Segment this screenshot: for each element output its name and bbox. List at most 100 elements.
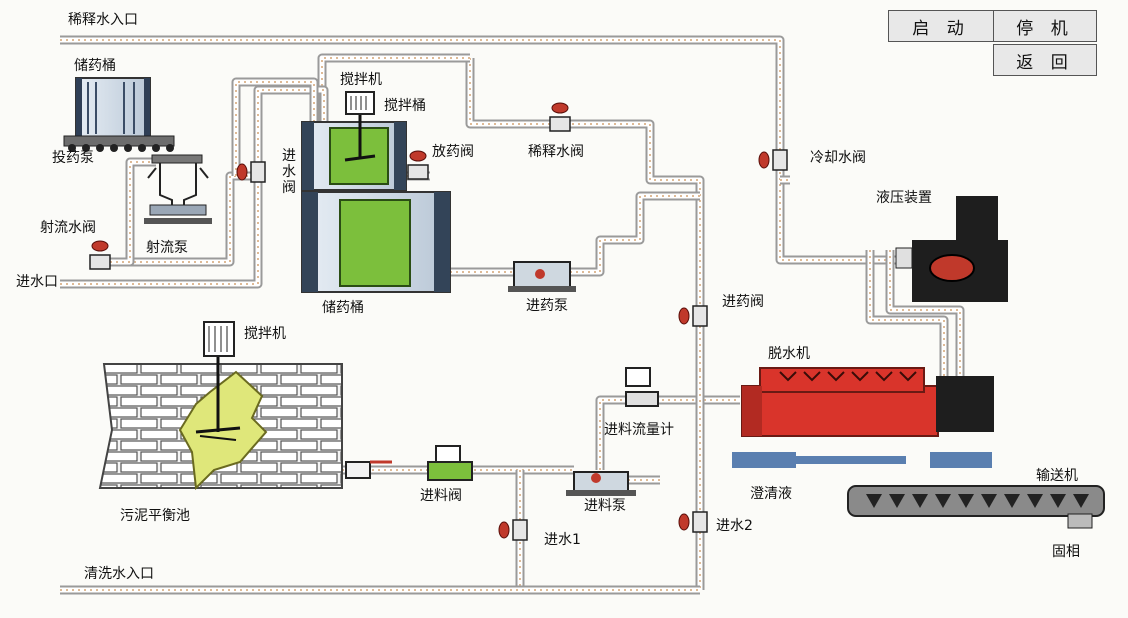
label-feed-pump: 进料泵 — [584, 498, 626, 514]
label-conveyor: 输送机 — [1036, 468, 1078, 484]
label-dosing-inlet-valve: 进药阀 — [722, 294, 764, 310]
dewatering-machine — [741, 367, 994, 437]
valve-handwheel — [758, 151, 770, 169]
machine-base — [732, 452, 992, 468]
mixer-motor-sludge — [203, 321, 235, 357]
label-dilution-valve: 稀释水阀 — [528, 144, 584, 160]
label-jet-pump: 射流泵 — [146, 240, 188, 256]
valve-handwheel — [678, 513, 690, 531]
water-inlet-valve[interactable] — [236, 161, 266, 183]
label-dewatering-machine: 脱水机 — [768, 346, 810, 362]
label-dosing-tank-top: 储药桶 — [74, 58, 116, 74]
dosing-inlet-pump — [508, 261, 576, 292]
pipe-flow-dash — [235, 81, 315, 176]
conveyor-flight — [981, 494, 997, 508]
flowmeter-body — [625, 367, 659, 407]
label-sludge-tank: 污泥平衡池 — [120, 508, 190, 524]
valve-handwheel — [236, 163, 248, 181]
label-solid-phase: 固相 — [1052, 544, 1080, 560]
start-button[interactable]: 启 动 — [888, 10, 994, 42]
label-cooling-valve: 冷却水阀 — [810, 150, 866, 166]
jet-pump — [144, 154, 212, 224]
conveyor-flights — [866, 494, 1089, 508]
dosing-pump-rollers — [63, 135, 175, 152]
valve-handwheel — [551, 102, 569, 114]
valve-handwheel — [498, 521, 510, 539]
water-in-2-valve[interactable] — [678, 511, 708, 533]
conveyor-flight — [1027, 494, 1043, 508]
valve-handwheel — [91, 240, 109, 252]
conveyor-flight — [958, 494, 974, 508]
valve-body — [772, 149, 788, 171]
conveyor-flight — [1073, 494, 1089, 508]
conveyor-flight — [912, 494, 928, 508]
label-dosing-inlet-pump: 进药泵 — [526, 298, 568, 314]
pipe-network — [60, 35, 965, 595]
dosing-tank — [63, 77, 175, 152]
mixer-motor-top — [345, 91, 375, 115]
label-water-inlet-valve: 进水阀 — [282, 148, 296, 196]
valve-body — [549, 116, 571, 132]
water-in-1-valve[interactable] — [498, 519, 528, 541]
label-water-inlet: 进水口 — [16, 274, 58, 290]
feed-pump-body — [566, 471, 636, 496]
cooling-valve[interactable] — [758, 149, 788, 171]
dosing-inlet-valve[interactable] — [678, 305, 708, 327]
pipe-flow-dash — [110, 175, 258, 263]
pipe-flow-dash — [60, 89, 325, 285]
jet-water-valve[interactable] — [89, 240, 111, 270]
hydraulic-unit — [895, 196, 1008, 302]
back-button[interactable]: 返 回 — [993, 44, 1097, 76]
label-mixing-tank: 搅拌桶 — [384, 98, 426, 114]
conveyor-flight — [889, 494, 905, 508]
discharge-valve[interactable] — [407, 150, 429, 180]
stop-button[interactable]: 停 机 — [993, 10, 1097, 42]
pipe-segment — [570, 191, 700, 277]
feed-valve-body — [345, 445, 473, 481]
conveyor-flight — [1004, 494, 1020, 508]
label-water-in-1: 进水1 — [544, 532, 581, 548]
valve-handwheel — [409, 150, 427, 162]
label-dosing-pump: 投药泵 — [52, 150, 94, 166]
label-discharge-valve: 放药阀 — [432, 144, 474, 160]
mixing-tank — [301, 108, 407, 191]
valve-body — [89, 254, 111, 270]
label-mixer-sludge: 搅拌机 — [244, 326, 286, 342]
valve-body — [692, 305, 708, 327]
pipe-flow-dash — [599, 399, 740, 470]
label-hydraulic-unit: 液压装置 — [876, 190, 932, 206]
valve-body — [250, 161, 266, 183]
label-dilution-water-inlet: 稀释水入口 — [68, 12, 138, 28]
valve-group — [89, 102, 788, 541]
label-feed-flowmeter: 进料流量计 — [604, 422, 674, 438]
pipe-flow-dash — [889, 250, 961, 376]
valve-handwheel — [678, 307, 690, 325]
valve-body — [407, 164, 429, 180]
label-wash-water-inlet: 清洗水入口 — [84, 566, 154, 582]
pipe-flow-dash — [321, 57, 470, 122]
pipe-flow-dash — [469, 58, 701, 370]
pipe-segment-core — [867, 250, 947, 376]
conveyor — [847, 485, 1105, 529]
label-feed-valve: 进料阀 — [420, 488, 462, 504]
pipe-flow-dash — [570, 195, 700, 273]
dilution-valve[interactable] — [549, 102, 571, 132]
storage-tank — [301, 191, 451, 293]
conveyor-flight — [935, 494, 951, 508]
label-mixer-top: 搅拌机 — [340, 72, 382, 88]
sludge-tank — [98, 356, 343, 491]
label-jet-water-valve: 射流水阀 — [40, 220, 96, 236]
conveyor-flight — [1050, 494, 1066, 508]
pipe-segment — [465, 58, 705, 370]
pipe-segment-core — [570, 193, 700, 275]
pipe-flow-dash — [110, 161, 156, 263]
label-water-in-2: 进水2 — [716, 518, 753, 534]
label-storage-tank: 储药桶 — [322, 300, 364, 316]
valve-body — [692, 511, 708, 533]
pipe-segment-core — [467, 58, 703, 370]
valve-body — [512, 519, 528, 541]
conveyor-flight — [866, 494, 882, 508]
label-clarified-liquid: 澄清液 — [750, 486, 792, 502]
